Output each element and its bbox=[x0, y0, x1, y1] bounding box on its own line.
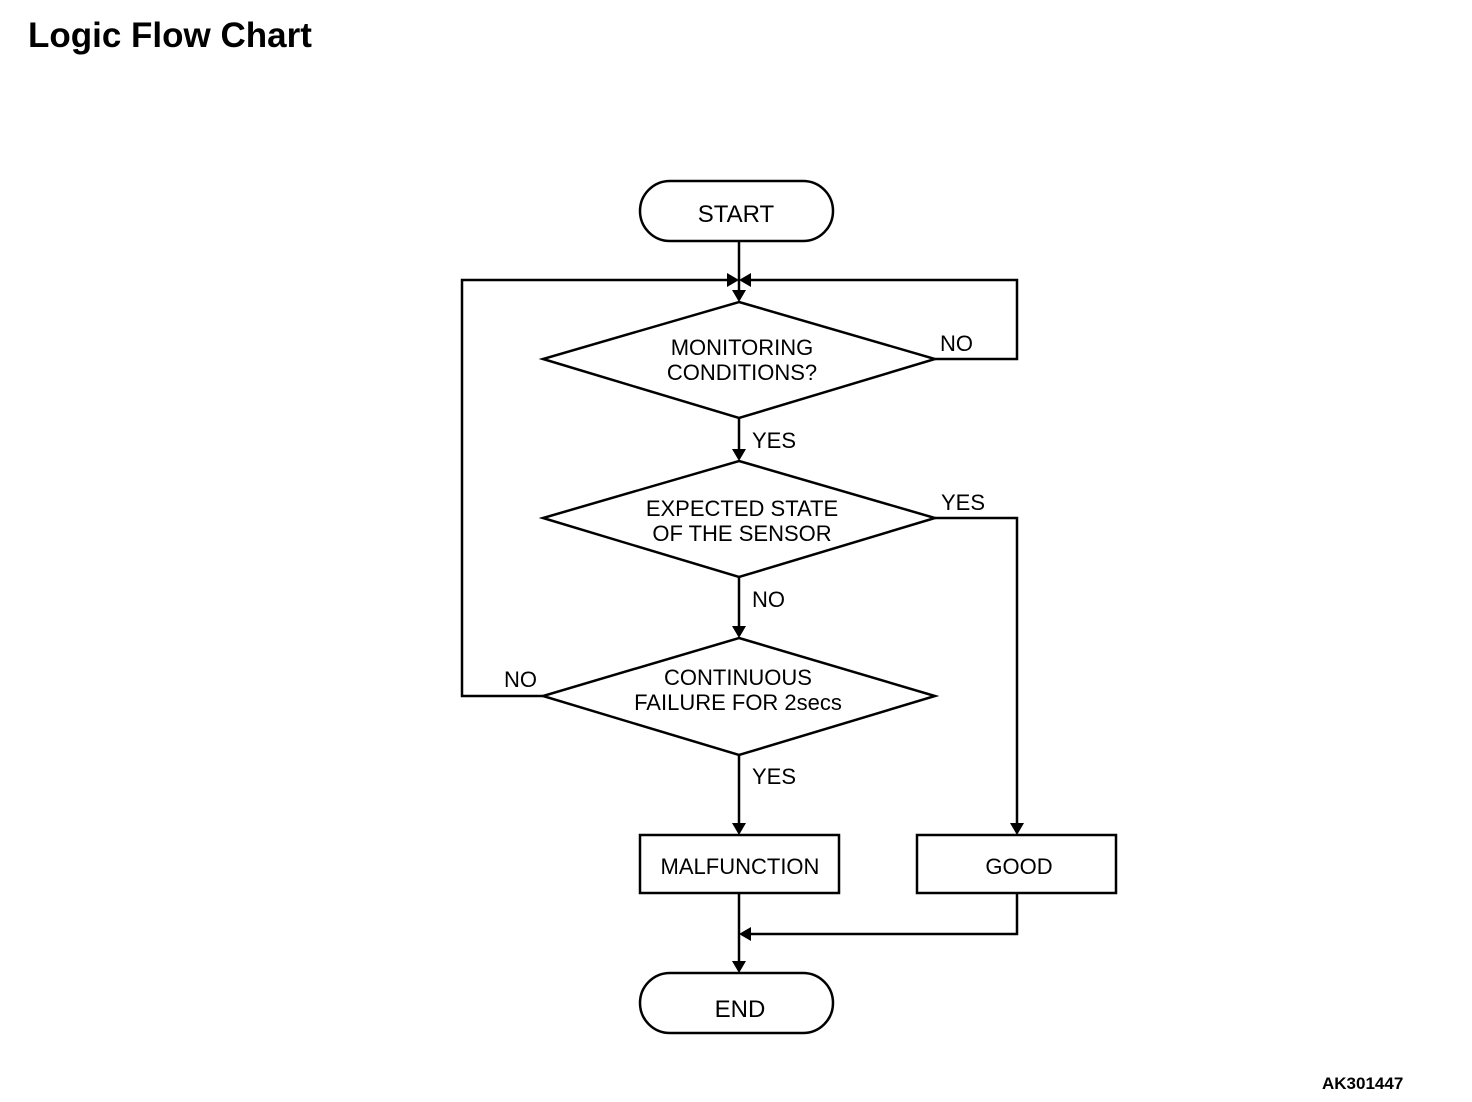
arrowhead-into-malfunction bbox=[732, 823, 746, 835]
monitoring-label-line1: MONITORING bbox=[671, 335, 814, 360]
continuous-yes-label: YES bbox=[752, 764, 796, 789]
good-label: GOOD bbox=[985, 854, 1052, 879]
connector-monitoring-no-loop bbox=[749, 278, 1019, 361]
arrowhead-into-good bbox=[1010, 823, 1024, 835]
connector-expected-yes bbox=[935, 516, 1019, 824]
figure-id: AK301447 bbox=[1322, 1074, 1404, 1093]
arrowhead-into-monitoring bbox=[732, 290, 746, 302]
monitoring-yes-label: YES bbox=[752, 428, 796, 453]
continuous-label-line1: CONTINUOUS bbox=[664, 665, 812, 690]
start-label: START bbox=[698, 201, 775, 228]
connector-continuous-no-loop bbox=[460, 278, 729, 698]
monitoring-no-label: NO bbox=[940, 331, 973, 356]
continuous-no-label: NO bbox=[504, 667, 537, 692]
malfunction-box bbox=[638, 833, 841, 895]
arrowhead-into-continuous bbox=[732, 626, 746, 638]
malfunction-label: MALFUNCTION bbox=[661, 854, 820, 879]
start-terminal bbox=[638, 179, 835, 243]
expected-state-label-line1: EXPECTED STATE bbox=[646, 496, 838, 521]
expected-no-label: NO bbox=[752, 587, 785, 612]
continuous-label-line2: FAILURE FOR 2secs bbox=[634, 690, 842, 715]
good-box bbox=[915, 833, 1118, 895]
end-terminal bbox=[638, 971, 835, 1035]
arrowhead-into-expected-state bbox=[732, 449, 746, 461]
arrowhead-into-end bbox=[732, 961, 746, 973]
arrowhead-monitoring-no-loop bbox=[739, 273, 751, 287]
connector-good-to-end bbox=[751, 893, 1019, 936]
page-title: Logic Flow Chart bbox=[28, 16, 312, 55]
monitoring-label-line2: CONDITIONS? bbox=[667, 360, 817, 385]
arrowhead-good-join bbox=[739, 927, 751, 941]
end-label: END bbox=[715, 996, 766, 1023]
expected-yes-label: YES bbox=[941, 490, 985, 515]
expected-state-label-line2: OF THE SENSOR bbox=[652, 521, 831, 546]
arrowhead-continuous-no-loop bbox=[727, 273, 739, 287]
